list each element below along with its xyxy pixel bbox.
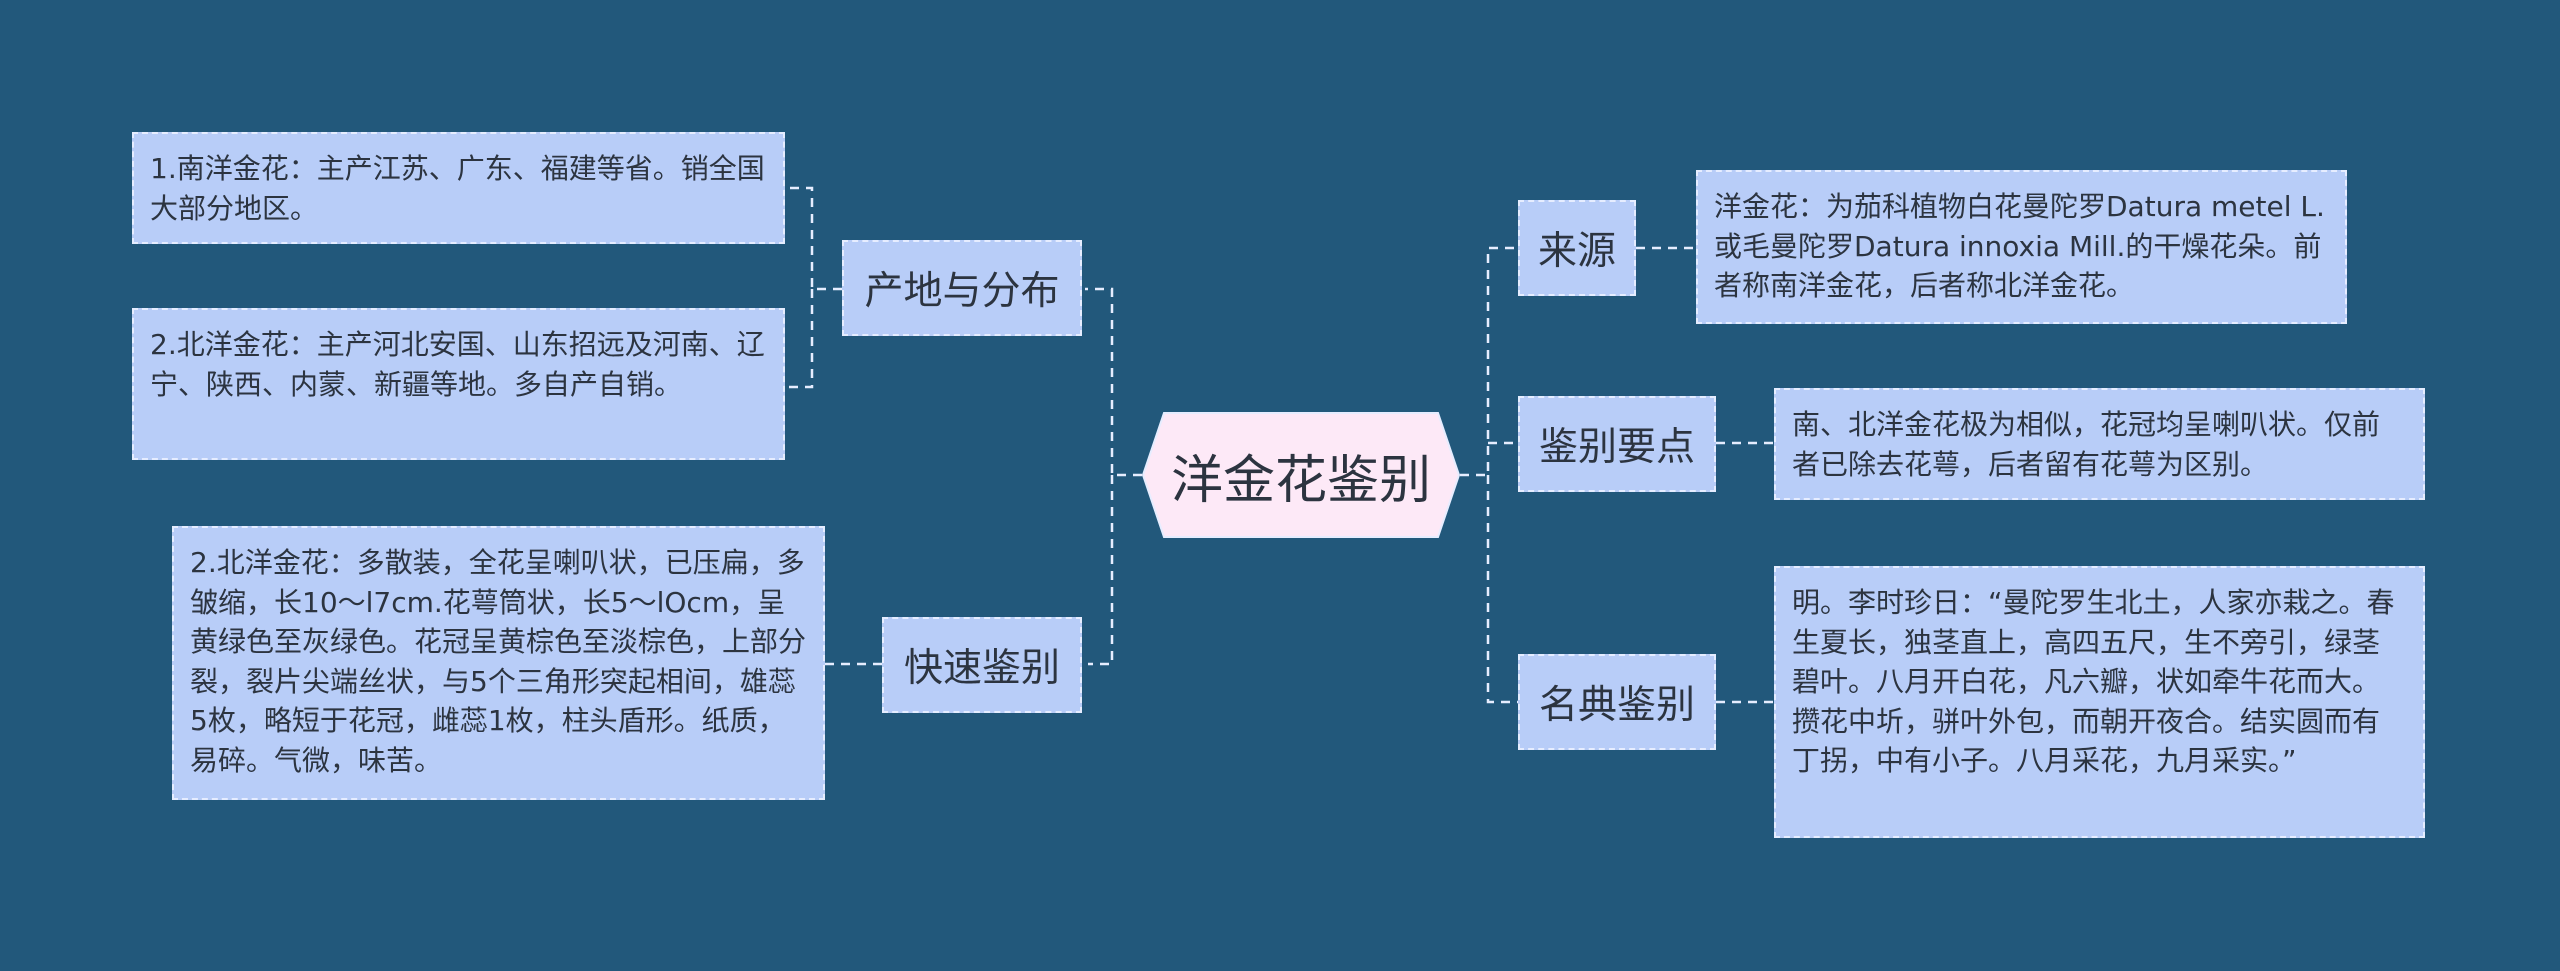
- leaf-text: 1.南洋金花：主产江苏、广东、福建等省。销全国大部分地区。: [150, 152, 765, 225]
- topic-label: 来源: [1537, 229, 1616, 274]
- leaf-text: 南、北洋金花极为相似，花冠均呈喇叭状。仅前者已除去花萼，后者留有花萼为区别。: [1792, 408, 2381, 481]
- leaf-classic-identification[interactable]: 明。李时珍日：“曼陀罗生北土，人家亦栽之。春生夏长，独茎直上，高四五尺，生不旁引…: [1774, 566, 2425, 838]
- leaf-key-points[interactable]: 南、北洋金花极为相似，花冠均呈喇叭状。仅前者已除去花萼，后者留有花萼为区别。: [1774, 388, 2425, 500]
- root-title: 洋金花鉴别: [1170, 450, 1431, 511]
- root-topic[interactable]: 洋金花鉴别: [1142, 412, 1460, 538]
- topic-origin-distribution[interactable]: 产地与分布: [842, 240, 1082, 336]
- leaf-north-origin[interactable]: 2.北洋金花：主产河北安国、山东招远及河南、辽宁、陕西、内蒙、新疆等地。多自产自…: [132, 308, 785, 460]
- leaf-source[interactable]: 洋金花：为茄科植物白花曼陀罗Datura metel L.或毛曼陀罗Datura…: [1696, 170, 2347, 324]
- leaf-quick-identification[interactable]: 2.北洋金花：多散装，全花呈喇叭状，已压扁，多皱缩，长10～l7cm.花萼筒状，…: [172, 526, 825, 800]
- topic-key-points[interactable]: 鉴别要点: [1518, 396, 1716, 492]
- root-hexagon-shape: [1142, 412, 1460, 538]
- leaf-text: 2.北洋金花：主产河北安国、山东招远及河南、辽宁、陕西、内蒙、新疆等地。多自产自…: [150, 328, 765, 401]
- topic-label: 产地与分布: [864, 269, 1060, 314]
- topic-classic-identification[interactable]: 名典鉴别: [1518, 654, 1716, 750]
- topic-label: 名典鉴别: [1538, 683, 1695, 728]
- leaf-text: 明。李时珍日：“曼陀罗生北土，人家亦栽之。春生夏长，独茎直上，高四五尺，生不旁引…: [1792, 586, 2395, 777]
- topic-quick-identification[interactable]: 快速鉴别: [882, 617, 1082, 713]
- leaf-text: 2.北洋金花：多散装，全花呈喇叭状，已压扁，多皱缩，长10～l7cm.花萼筒状，…: [190, 546, 807, 777]
- topic-source[interactable]: 来源: [1518, 200, 1636, 296]
- leaf-south-origin[interactable]: 1.南洋金花：主产江苏、广东、福建等省。销全国大部分地区。: [132, 132, 785, 244]
- topic-label: 快速鉴别: [903, 646, 1060, 691]
- leaf-text: 洋金花：为茄科植物白花曼陀罗Datura metel L.或毛曼陀罗Datura…: [1714, 190, 2325, 302]
- topic-label: 鉴别要点: [1538, 425, 1695, 470]
